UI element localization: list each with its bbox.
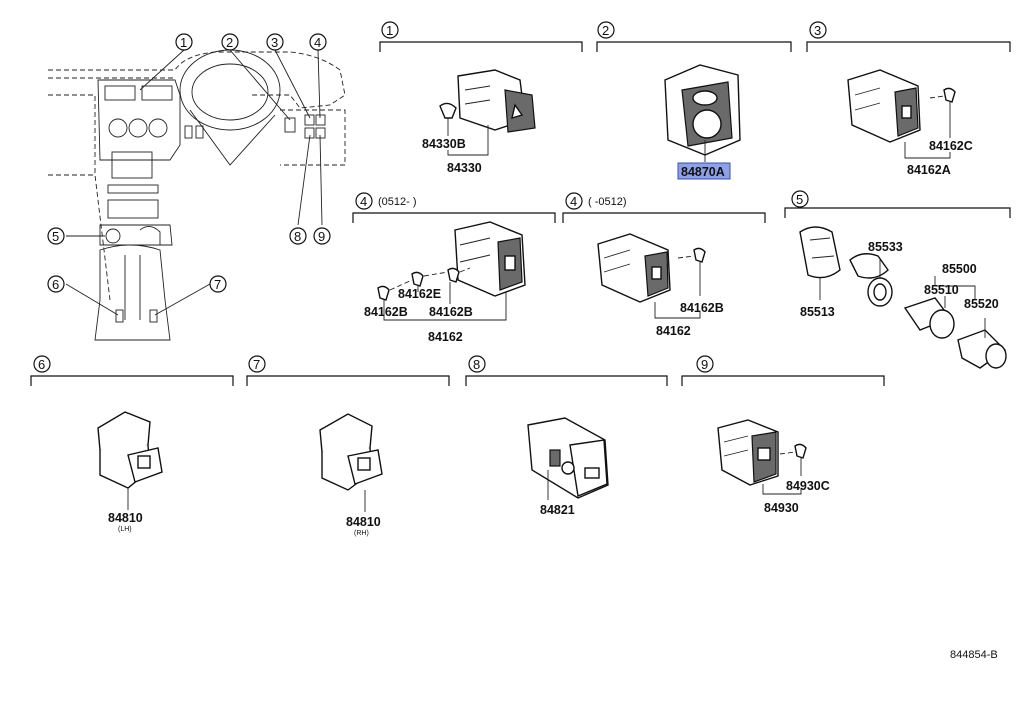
part-85533[interactable]: 85533 — [868, 240, 903, 254]
callout-6: 6 — [47, 275, 65, 293]
part-84930[interactable]: 84930 — [764, 501, 799, 515]
switch-84821 — [527, 417, 609, 500]
section-9: 9 84930C 84930 — [681, 355, 885, 515]
clips-84162 — [377, 267, 507, 321]
window-switch-rh — [319, 413, 383, 512]
svg-text:4: 4 — [360, 194, 367, 209]
body-85510 — [903, 297, 955, 339]
clip-84162c — [929, 87, 956, 138]
svg-text:9: 9 — [701, 357, 708, 372]
part-84162b-old[interactable]: 84162B — [680, 301, 724, 315]
svg-text:3: 3 — [271, 35, 278, 50]
svg-text:9: 9 — [318, 229, 325, 244]
section-3: 3 84162C 84162A — [806, 21, 1011, 177]
ring-85533 — [849, 253, 893, 307]
callout-8: 8 — [289, 227, 307, 245]
part-84162e[interactable]: 84162E — [398, 287, 441, 301]
svg-text:2: 2 — [602, 23, 609, 38]
clip-84930c — [779, 443, 807, 476]
window-switch-lh — [97, 411, 163, 510]
section-7: 7 84810 (RH) — [246, 355, 450, 537]
hazard-switch — [457, 69, 536, 133]
callout-3: 3 — [266, 33, 284, 51]
section-1: 1 84330B 84330 — [379, 21, 583, 175]
part-85513[interactable]: 85513 — [800, 305, 835, 319]
section-2: 2 84870A — [596, 21, 792, 180]
socket-85513 — [799, 226, 841, 300]
switch-84162-new — [454, 221, 526, 297]
plug-85520 — [957, 318, 1007, 369]
svg-text:6: 6 — [52, 277, 59, 292]
svg-text:( -0512): ( -0512) — [588, 196, 627, 208]
part-84810-lh[interactable]: 84810 — [108, 511, 143, 525]
clip-84330b — [439, 102, 457, 136]
svg-text:4: 4 — [314, 35, 321, 50]
callout-1: 1 — [175, 33, 193, 51]
callout-5: 5 — [47, 227, 65, 245]
callout-7: 7 — [209, 275, 227, 293]
part-84162a[interactable]: 84162A — [907, 163, 951, 177]
svg-text:4: 4 — [570, 194, 577, 209]
part-84162-new[interactable]: 84162 — [428, 330, 463, 344]
callout-2: 2 — [221, 33, 239, 51]
section-4b: 4 ( -0512) 84162B 84162 — [562, 192, 766, 338]
svg-text:1: 1 — [386, 23, 393, 38]
dashboard-overview — [48, 49, 346, 341]
svg-text:8: 8 — [294, 229, 301, 244]
highlight-84870a — [677, 162, 731, 180]
svg-text:(LH): (LH) — [118, 526, 132, 533]
section-6: 6 84810 (LH) — [30, 355, 234, 533]
svg-text:3: 3 — [814, 23, 821, 38]
part-84821[interactable]: 84821 — [540, 503, 575, 517]
part-84330b[interactable]: 84330B — [422, 137, 466, 151]
part-84930c[interactable]: 84930C — [786, 479, 830, 493]
part-84810-rh[interactable]: 84810 — [346, 515, 381, 529]
mirror-switch — [664, 64, 741, 156]
part-84162c[interactable]: 84162C — [929, 139, 973, 153]
part-84870a[interactable]: 84870A — [681, 165, 725, 179]
svg-text:7: 7 — [253, 357, 260, 372]
svg-text:(0512- ): (0512- ) — [378, 196, 417, 208]
svg-text:1: 1 — [180, 35, 187, 50]
part-84162b-2[interactable]: 84162B — [429, 305, 473, 319]
svg-text:7: 7 — [214, 277, 221, 292]
callout-9: 9 — [313, 227, 331, 245]
part-85500[interactable]: 85500 — [942, 262, 977, 276]
svg-text:5: 5 — [796, 192, 803, 207]
section-5: 5 85533 85500 85510 85520 85513 — [784, 190, 1011, 369]
svg-text:8: 8 — [473, 357, 480, 372]
part-85520[interactable]: 85520 — [964, 297, 999, 311]
switch-84162a — [847, 69, 921, 143]
callout-4: 4 — [309, 33, 327, 51]
part-84330[interactable]: 84330 — [447, 161, 482, 175]
switch-84930 — [717, 419, 779, 486]
diagram-code: 844854-B — [950, 649, 998, 661]
svg-text:(RH): (RH) — [354, 530, 369, 537]
part-85510[interactable]: 85510 — [924, 283, 959, 297]
switch-84162-old — [597, 233, 671, 303]
section-8: 8 84821 — [465, 355, 668, 517]
svg-text:2: 2 — [226, 35, 233, 50]
clip-84162b-old — [677, 247, 706, 296]
section-4a: 4 (0512- ) 84162E 84162B 84162B 84162 — [352, 192, 556, 344]
svg-text:5: 5 — [52, 229, 59, 244]
part-84162b-1[interactable]: 84162B — [364, 305, 408, 319]
svg-text:6: 6 — [38, 357, 45, 372]
part-84162-old[interactable]: 84162 — [656, 324, 691, 338]
